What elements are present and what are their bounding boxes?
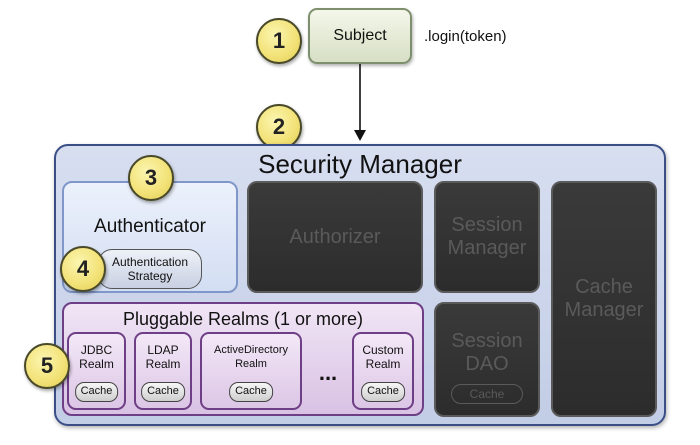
authentication-strategy-box: Authentication Strategy [98,249,202,289]
authentication-strategy-label: Authentication Strategy [111,255,189,283]
subject-to-manager-arrow [354,64,366,141]
step-marker-5: 5 [24,343,70,389]
step-marker-1: 1 [256,18,302,64]
cache-manager-label: Cache Manager [564,276,644,321]
jdbc-realm-cache: Cache [74,382,119,402]
authorizer-label: Authorizer [289,225,381,248]
custom-realm-cache: Cache [361,382,405,402]
login-call-label: .login(token) [424,28,507,45]
pluggable-realms-title: Pluggable Realms (1 or more) [122,309,364,329]
step-marker-2: 2 [256,104,302,150]
activedirectory-realm-cache: Cache [229,382,273,402]
custom-realm-label: Custom Realm [362,343,404,371]
session-dao-label: Session DAO [451,330,523,375]
realms-ellipsis: ... [318,360,338,385]
activedirectory-realm-label: ActiveDirectory Realm [214,344,288,370]
authorizer-box: Authorizer [247,181,423,293]
session-manager-label: Session Manager [447,214,527,259]
subject-label: Subject [333,27,387,44]
ldap-realm-label: LDAP Realm [145,343,181,371]
session-dao-cache: Cache [450,384,524,404]
security-manager-title: Security Manager [258,149,462,179]
jdbc-realm: JDBC Realm Cache [67,332,126,410]
step-marker-4: 4 [60,246,106,292]
jdbc-realm-label: JDBC Realm [79,343,114,371]
ldap-realm: LDAP Realm Cache [134,332,192,410]
session-manager-box: Session Manager [434,181,540,293]
ldap-realm-cache: Cache [141,382,185,402]
authenticator-title: Authenticator [94,216,206,237]
step-marker-3: 3 [128,155,174,201]
session-dao-box: Session DAO Cache [434,302,540,417]
subject-box: Subject [308,8,412,64]
cache-manager-box: Cache Manager [551,181,657,417]
activedirectory-realm: ActiveDirectory Realm Cache [200,332,302,410]
custom-realm: Custom Realm Cache [352,332,414,410]
